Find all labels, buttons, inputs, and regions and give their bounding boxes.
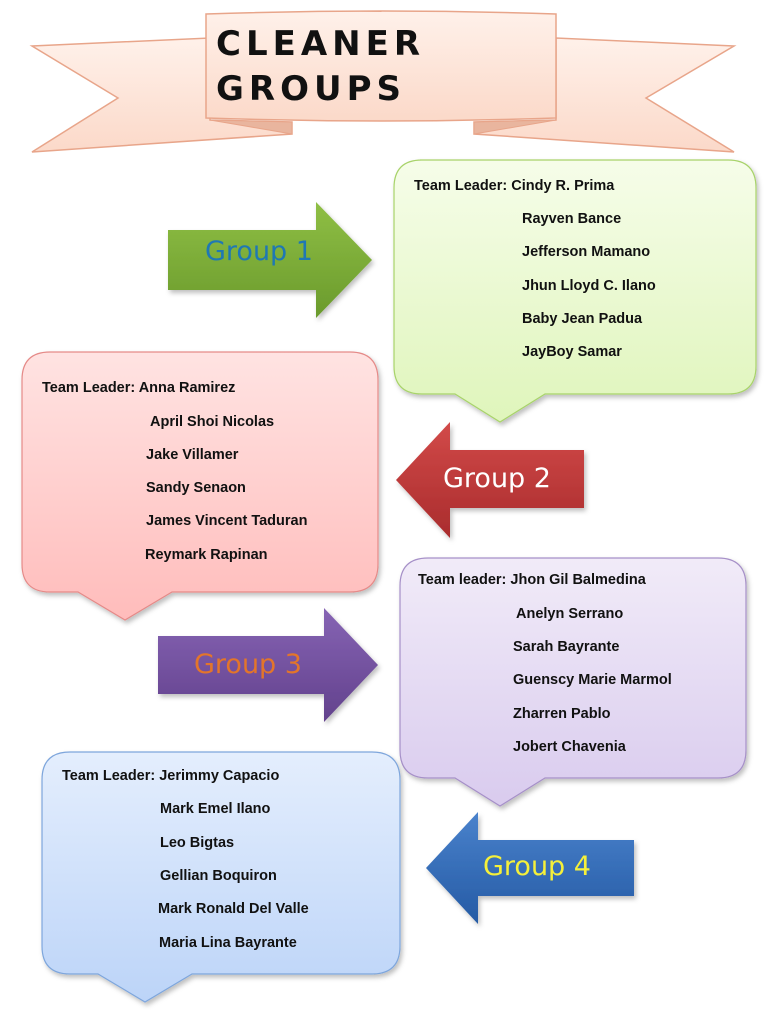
title-banner [29, 10, 737, 153]
list-item: Jefferson Mamano [522, 244, 651, 260]
group3-leader: Team leader: Jhon Gil Balmedina [418, 572, 646, 588]
group2-box-shape [21, 351, 379, 621]
title-line-2: GROUPS [216, 69, 407, 109]
group4-label: Group 4 [483, 851, 591, 882]
list-item: Gellian Boquiron [160, 868, 277, 884]
list-item: Reymark Rapinan [145, 547, 268, 563]
group4-arrow [426, 812, 634, 924]
list-item: Leo Bigtas [160, 835, 235, 851]
list-item: Zharren Pablo [513, 706, 611, 722]
list-item: Maria Lina Bayrante [159, 935, 297, 951]
list-item: Jake Villamer [146, 447, 239, 463]
group1-box-shape [393, 159, 757, 423]
page-title: CLEANER GROUPS [216, 22, 425, 112]
list-item: Sarah Bayrante [513, 639, 620, 655]
list-item: Sandy Senaon [146, 480, 246, 496]
group3-arrow [158, 608, 378, 722]
list-item: Jobert Chavenia [513, 739, 626, 755]
group3-label: Group 3 [194, 649, 302, 680]
group4-box-shape [41, 751, 401, 1003]
group1-leader: Team Leader: Cindy R. Prima [414, 178, 615, 194]
group2-leader: Team Leader: Anna Ramirez [42, 380, 236, 396]
list-item: Mark Ronald Del Valle [158, 901, 309, 917]
list-item: Mark Emel Ilano [160, 801, 271, 817]
group1-arrow [168, 202, 372, 318]
group2-arrow [396, 422, 584, 538]
list-item: James Vincent Taduran [146, 513, 308, 529]
list-item: Baby Jean Padua [522, 311, 643, 327]
title-line-1: CLEANER [216, 24, 426, 64]
list-item: Anelyn Serrano [516, 606, 624, 622]
group1-label: Group 1 [205, 236, 313, 267]
list-item: Rayven Bance [522, 211, 622, 227]
group4-leader: Team Leader: Jerimmy Capacio [62, 768, 280, 784]
group2-label: Group 2 [443, 463, 551, 494]
list-item: Jhun Lloyd C. Ilano [522, 278, 656, 294]
list-item: Guenscy Marie Marmol [513, 672, 672, 688]
list-item: April Shoi Nicolas [150, 414, 275, 430]
group3-box-shape [399, 557, 747, 807]
list-item: JayBoy Samar [522, 344, 622, 360]
